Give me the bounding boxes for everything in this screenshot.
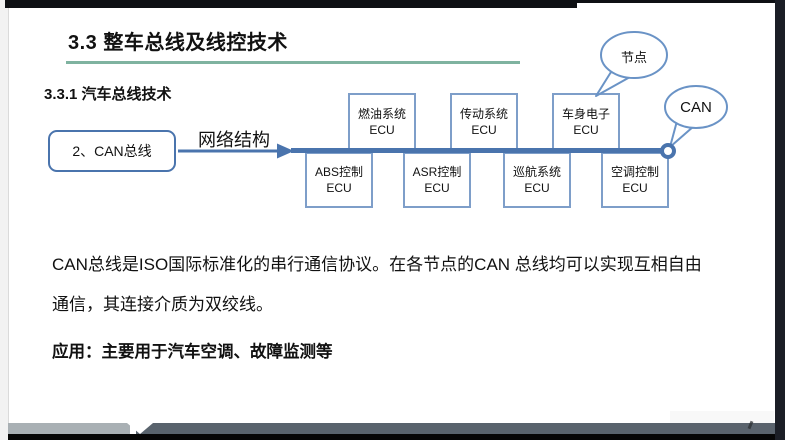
bottom-letterbox-bar [8, 434, 775, 440]
can-bus-line [291, 148, 661, 153]
node-callout-label: 节点 [620, 50, 647, 65]
top-letterbox-bar-thin [577, 0, 778, 3]
ecu-label: ECU [622, 181, 648, 195]
ecu-box-transmission: 传动系统 ECU [450, 93, 518, 150]
network-structure-label: 网络结构 [198, 130, 270, 150]
ecu-label: 燃油系统 [357, 106, 406, 121]
body-paragraph: CAN总线是ISO国际标准化的串行通信协议。在各节点的CAN 总线均可以实现互相… [52, 245, 702, 325]
ecu-box-fuel-system: 燃油系统 ECU [348, 93, 416, 150]
ecu-label: 空调控制 [610, 165, 659, 179]
ecu-label: ECU [369, 122, 395, 137]
can-topic-box: 2、CAN总线 [48, 130, 176, 172]
ecu-box-abs: ABS控制 ECU [305, 152, 373, 208]
can-topic-label: 2、CAN总线 [72, 143, 152, 159]
ecu-label: ECU [424, 181, 450, 195]
slide-subtitle: 3.3.1 汽车总线技术 [44, 86, 172, 103]
ecu-label: 巡航系统 [512, 165, 561, 179]
ecu-label: 车身电子 [561, 106, 610, 121]
can-callout-bubble [664, 85, 728, 148]
title-underline [66, 61, 520, 64]
ecu-label: ASR控制 [412, 165, 462, 179]
ecu-box-cruise: 巡航系统 ECU [503, 152, 571, 208]
left-edge-strip [0, 0, 9, 440]
watermark-area [670, 411, 774, 434]
slide-title: 3.3 整车总线及线控技术 [68, 32, 288, 54]
footer-notch-triangle [127, 423, 153, 434]
ecu-box-ac-control: 空调控制 ECU [601, 152, 669, 208]
ecu-label: ECU [326, 181, 352, 195]
ecu-label: ECU [573, 122, 599, 137]
application-text: 应用：主要用于汽车空调、故障监测等 [52, 343, 333, 361]
can-callout-label: CAN [680, 99, 712, 116]
footer-light-band [8, 423, 130, 434]
body-line: 通信，其连接介质为双绞线。 [52, 295, 273, 314]
ecu-label: ECU [524, 181, 550, 195]
ecu-box-asr: ASR控制 ECU [403, 152, 471, 208]
top-letterbox-bar [5, 0, 577, 8]
footer-slate-band [136, 423, 775, 434]
right-edge-strip [775, 0, 785, 440]
ecu-label: ECU [471, 122, 497, 137]
ecu-label: ABS控制 [314, 165, 363, 179]
body-line: CAN总线是ISO国际标准化的串行通信协议。在各节点的CAN 总线均可以实现互相… [52, 255, 702, 274]
ecu-box-body-electronics: 车身电子 ECU [552, 93, 620, 150]
ecu-label: 传动系统 [459, 106, 508, 121]
